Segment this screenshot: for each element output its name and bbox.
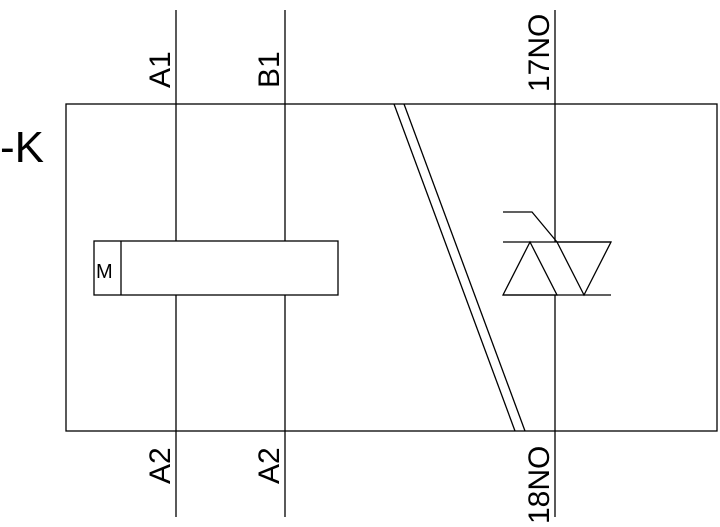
coil-symbol-label: M	[96, 261, 113, 283]
device-tag: -K	[0, 123, 44, 172]
triac-symbol	[501, 211, 613, 297]
terminal-label-a2-right: A2	[253, 447, 286, 484]
terminal-label-b1: B1	[253, 51, 286, 88]
mechanical-link-line-2	[403, 103, 526, 432]
device-outline	[65, 103, 718, 432]
mechanical-link-line-1	[393, 103, 516, 432]
coil-block	[93, 240, 339, 296]
terminal-label-a2-left: A2	[144, 447, 177, 484]
terminal-label-a1: A1	[144, 51, 177, 88]
terminal-label-18no: 18NO	[523, 446, 556, 524]
terminal-label-17no: 17NO	[523, 14, 556, 92]
